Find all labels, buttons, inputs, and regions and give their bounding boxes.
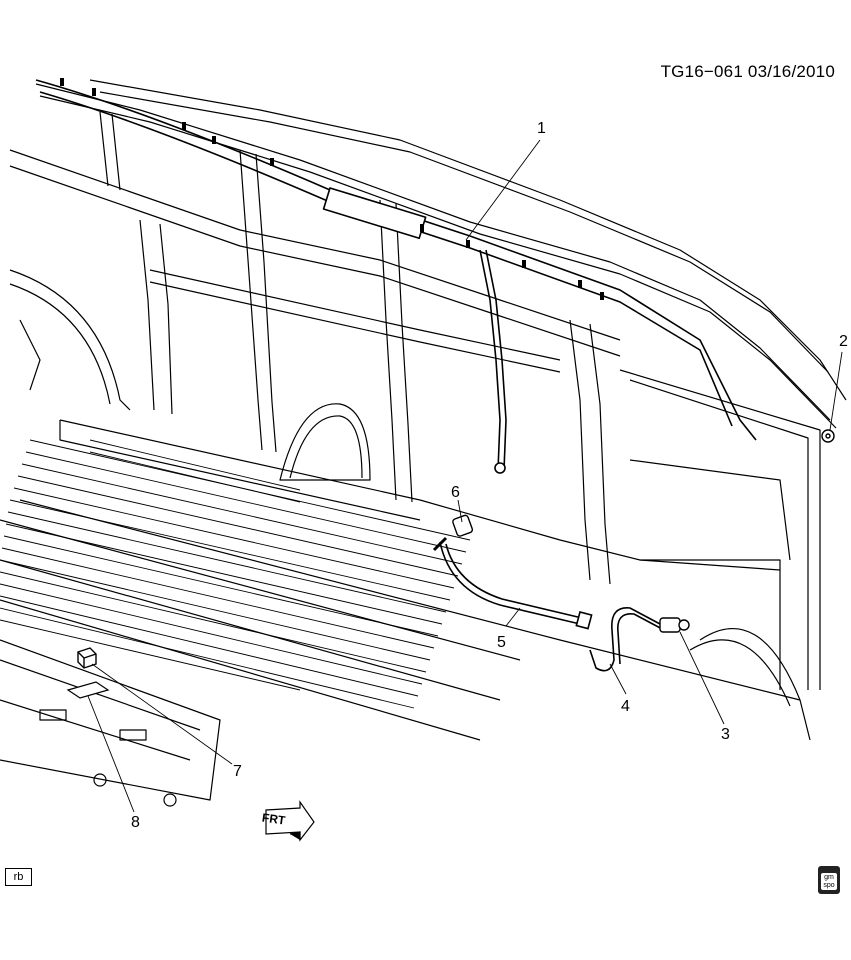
vehicle-body-outline [0, 79, 847, 807]
callout-5: 5 [497, 634, 506, 651]
callout-1: 1 [537, 120, 546, 137]
callout-4: 4 [621, 698, 630, 715]
bed-floor-ribs [0, 439, 471, 709]
callout-8: 8 [131, 814, 140, 831]
logo-top-text: gm [824, 874, 834, 881]
roof-rail-airbag-module [35, 79, 757, 474]
callout-7: 7 [233, 763, 242, 780]
connector-part-6 [432, 514, 474, 552]
leader-lines [87, 139, 843, 813]
sensor-part-3 [659, 617, 690, 633]
wiring-harness-part-4 [589, 607, 665, 672]
rb-label-box: rb [5, 868, 32, 886]
drawing-code-date: TG16−061 03/16/2010 [660, 62, 835, 81]
wiring-harness-part-5 [439, 541, 593, 630]
callout-3: 3 [721, 726, 730, 743]
fastener-part-2 [821, 429, 835, 443]
callout-6: 6 [451, 484, 460, 501]
pad-part-8 [66, 681, 110, 699]
callout-2: 2 [839, 333, 848, 350]
block-part-7 [77, 647, 97, 669]
gm-spo-logo-icon: gm spo [818, 866, 840, 894]
front-arrow-icon [265, 800, 315, 842]
logo-bottom-text: spo [823, 882, 835, 889]
airbag-clip [60, 78, 604, 300]
